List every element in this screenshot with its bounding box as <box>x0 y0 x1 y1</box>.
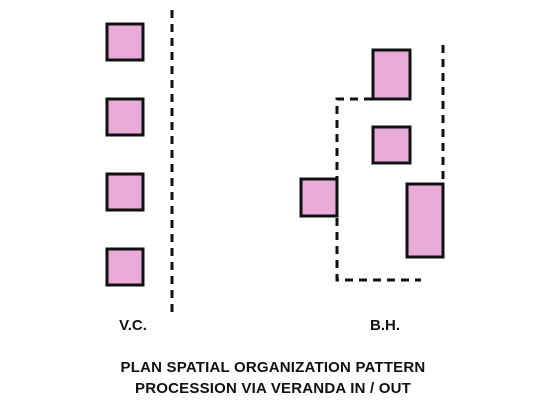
bh-group <box>299 45 445 282</box>
bh-room-tall <box>405 182 445 259</box>
vc-room-1 <box>105 22 145 62</box>
bh-room-middle <box>371 125 412 165</box>
vc-group <box>105 10 174 312</box>
caption-line-2: PROCESSION VIA VERANDA IN / OUT <box>135 380 411 397</box>
bh-room-top <box>371 48 412 101</box>
vc-room-3 <box>105 172 145 212</box>
vc-room-4 <box>105 247 145 287</box>
vc-room-2 <box>105 97 145 137</box>
caption-line-1: PLAN SPATIAL ORGANIZATION PATTERN <box>121 359 426 376</box>
bh-room-left <box>299 177 339 218</box>
bh-label: B.H. <box>370 317 400 334</box>
bh-veranda-path <box>335 97 421 282</box>
vc-label: V.C. <box>119 317 147 334</box>
